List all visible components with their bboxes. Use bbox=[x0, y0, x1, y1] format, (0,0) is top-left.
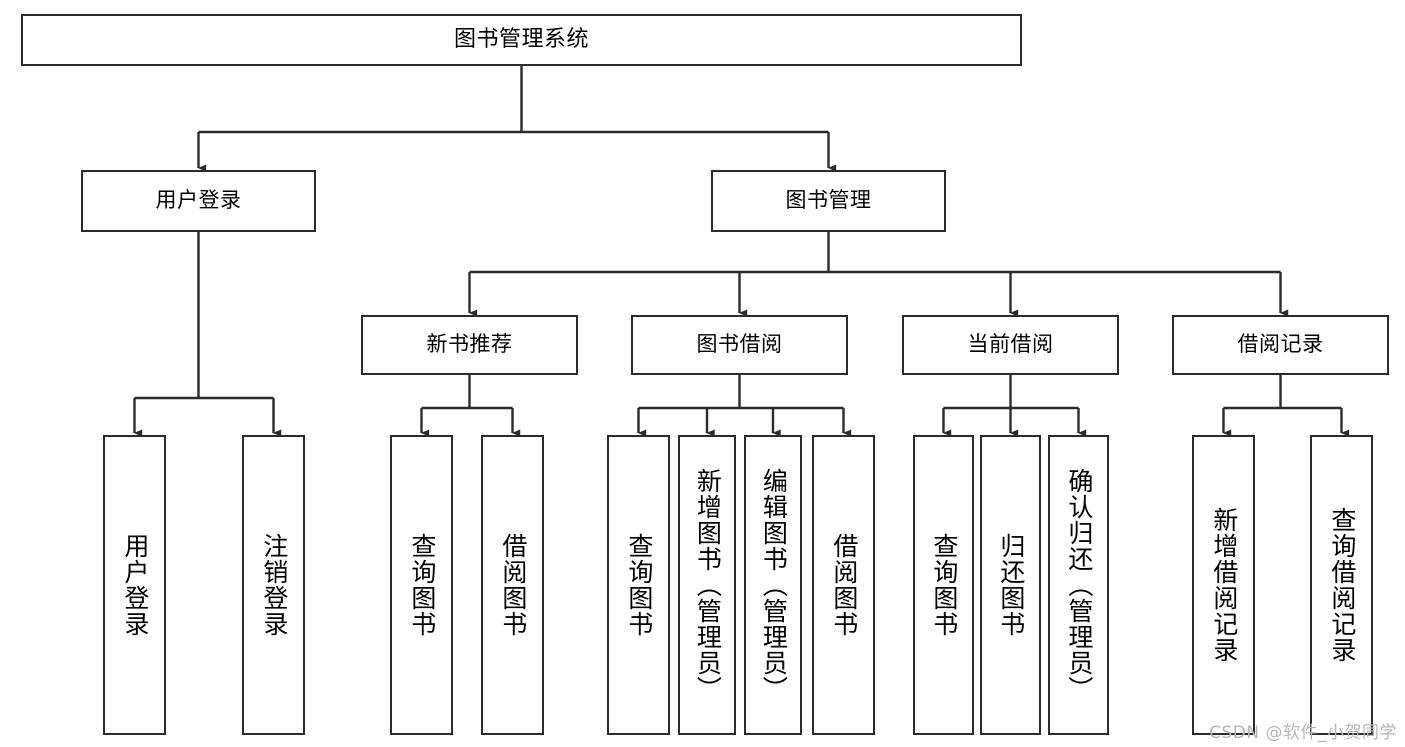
node-new-book-rec: 新书推荐 bbox=[361, 315, 578, 375]
node-label: 图书管理系统 bbox=[453, 26, 589, 52]
node-root: 图书管理系统 bbox=[21, 14, 1022, 66]
node-label: 查询图书 bbox=[407, 533, 437, 637]
node-label: 新书推荐 bbox=[426, 332, 513, 357]
node-label: 当前借阅 bbox=[967, 332, 1054, 357]
node-label: 借阅图书 bbox=[829, 533, 859, 637]
node-label: 查询图书 bbox=[624, 533, 654, 637]
node-leaf-user-login: 用户登录 bbox=[103, 435, 166, 735]
node-label: 注销登录 bbox=[259, 533, 289, 637]
node-book-borrow: 图书借阅 bbox=[631, 315, 848, 375]
node-label: 编辑图书（管理员） bbox=[759, 468, 789, 702]
node-label: 图书管理 bbox=[785, 188, 872, 213]
node-label: 确认归还（管理员） bbox=[1064, 468, 1094, 702]
node-leaf-edit-book: 编辑图书（管理员） bbox=[744, 435, 802, 735]
node-label: 借阅记录 bbox=[1237, 332, 1324, 357]
node-leaf-query-book-3: 查询图书 bbox=[913, 435, 974, 735]
node-leaf-confirm-return: 确认归还（管理员） bbox=[1048, 435, 1109, 735]
node-leaf-add-record: 新增借阅记录 bbox=[1192, 435, 1255, 735]
node-leaf-add-book: 新增图书（管理员） bbox=[678, 435, 736, 735]
node-label: 新增借阅记录 bbox=[1209, 507, 1239, 663]
node-user-login: 用户登录 bbox=[81, 170, 316, 232]
node-leaf-logout: 注销登录 bbox=[242, 435, 305, 735]
node-leaf-query-record: 查询借阅记录 bbox=[1310, 435, 1373, 735]
watermark-text: CSDN @软件_小贺同学 bbox=[1209, 723, 1397, 743]
node-current-borrow: 当前借阅 bbox=[902, 315, 1119, 375]
node-leaf-borrow-book-1: 借阅图书 bbox=[481, 435, 544, 735]
node-leaf-query-book-2: 查询图书 bbox=[607, 435, 670, 735]
node-label: 图书借阅 bbox=[696, 332, 783, 357]
node-label: 查询借阅记录 bbox=[1327, 507, 1357, 663]
node-label: 用户登录 bbox=[120, 533, 150, 637]
node-leaf-query-book-1: 查询图书 bbox=[390, 435, 453, 735]
node-label: 新增图书（管理员） bbox=[693, 468, 723, 702]
node-label: 查询图书 bbox=[929, 533, 959, 637]
node-leaf-return-book: 归还图书 bbox=[980, 435, 1041, 735]
node-book-manage: 图书管理 bbox=[711, 170, 946, 232]
node-label: 用户登录 bbox=[155, 188, 242, 213]
node-borrow-record: 借阅记录 bbox=[1172, 315, 1389, 375]
node-label: 归还图书 bbox=[996, 533, 1026, 637]
node-leaf-borrow-book-2: 借阅图书 bbox=[812, 435, 875, 735]
node-label: 借阅图书 bbox=[498, 533, 528, 637]
